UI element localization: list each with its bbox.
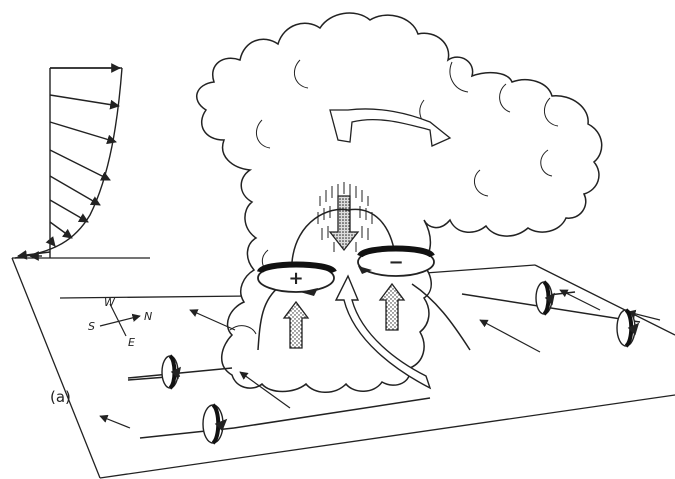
vortex-roll-3: [536, 282, 554, 314]
compass-south: S: [88, 320, 95, 333]
updraft-sign-right: −: [388, 252, 403, 273]
compass-west: W: [104, 296, 116, 309]
compass-east: E: [128, 336, 135, 349]
compass-north: N: [144, 310, 152, 323]
wind-profile: [15, 68, 122, 258]
vortex-roll-1: [162, 356, 180, 388]
vortex-roll-2: [203, 405, 226, 443]
updraft-sign-left: +: [288, 268, 303, 289]
storm-cloud: [197, 13, 602, 392]
panel-label: (a): [50, 388, 71, 406]
